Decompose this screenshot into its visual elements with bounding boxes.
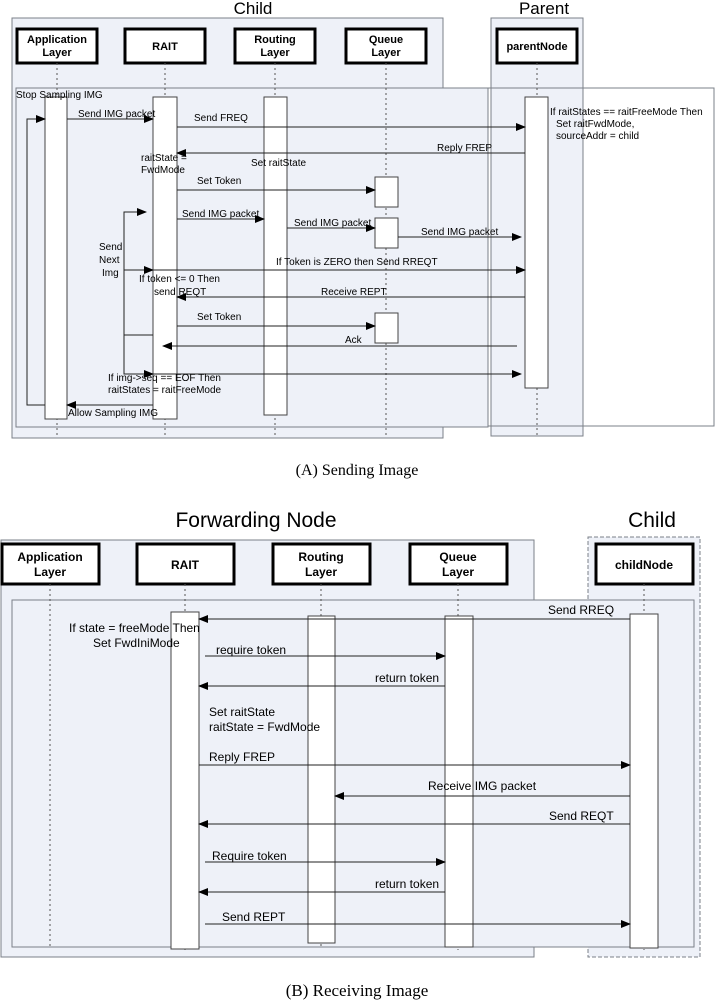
msg-label: Send IMG packet	[294, 218, 371, 229]
msg-label: Set FwdIniMode	[93, 636, 180, 650]
msg-label: Receive REPT	[321, 287, 387, 298]
msg-label: Send RREQ	[548, 603, 614, 617]
msg-label: require token	[216, 643, 286, 657]
msg-label: Send IMG packet	[78, 109, 155, 120]
msg-label: Allow Sampling IMG	[68, 408, 158, 419]
msg-label: If token <= 0 Then	[139, 274, 220, 285]
participant-rait-b	[135, 542, 236, 586]
participant-application-layer-b	[0, 542, 101, 586]
msg-label: Receive IMG packet	[428, 779, 537, 793]
interaction-frame-a-ext	[487, 87, 715, 427]
msg-label: If img->seq == EOF Then	[108, 373, 221, 384]
participant-label: parentNode	[506, 41, 567, 53]
interaction-frame-a	[15, 87, 489, 428]
msg-label: Set raitFwdMode,	[556, 119, 634, 130]
interaction-frame-b	[11, 599, 695, 948]
participant-label: childNode	[615, 558, 673, 572]
caption-a: (A) Sending Image	[296, 462, 419, 479]
activation-queue-a-3	[374, 312, 399, 344]
activation-queue-a-2	[374, 217, 399, 249]
activation-application-a	[44, 96, 68, 420]
msg-label: sourceAddr = child	[556, 131, 639, 142]
msg-label: Set Token	[197, 312, 241, 323]
activation-routing-b	[307, 615, 336, 944]
msg-label: Reply FREP	[209, 750, 275, 764]
msg-label: Send FREQ	[194, 113, 248, 124]
group-label-parent-a: Parent	[519, 0, 569, 18]
participant-application-layer-a	[15, 27, 99, 65]
msg-label: Send	[99, 242, 122, 253]
group-label-forwarding: Forwarding Node	[175, 509, 336, 532]
activation-rait-a	[152, 96, 178, 420]
participant-label: RAIT	[152, 41, 178, 53]
activation-rait-b	[170, 611, 200, 950]
msg-label: Reply FREP	[437, 143, 492, 154]
activation-queue-a-1	[374, 176, 399, 208]
msg-label: raitState = FwdMode	[209, 720, 320, 734]
msg-label: raitState =	[141, 153, 187, 164]
msg-label: If raitStates == raitFreeMode Then	[550, 107, 703, 118]
activation-child-b	[629, 613, 659, 949]
msg-label: FwdMode	[141, 165, 185, 176]
loop-eof-check	[123, 340, 154, 378]
loop-token-check	[123, 266, 154, 344]
msg-label: return token	[375, 671, 439, 685]
msg-label: Img	[102, 268, 119, 279]
msg-label: Send REQT	[549, 809, 614, 823]
msg-label: return token	[375, 877, 439, 891]
participant-queue-layer-b	[408, 542, 509, 586]
msg-label: Send IMG packet	[182, 209, 259, 220]
msg-label: Send IMG packet	[421, 227, 498, 238]
caption-b: (B) Receiving Image	[286, 981, 429, 1000]
msg-label: If Token is ZERO then Send RREQT	[276, 257, 438, 268]
participant-label: RAIT	[171, 558, 200, 572]
activation-parent-a	[524, 96, 549, 389]
group-label-child-b: Child	[628, 509, 676, 532]
msg-label: Stop Sampling IMG	[16, 90, 103, 101]
msg-label: If state = freeMode Then	[69, 621, 200, 635]
msg-label: Require token	[212, 849, 287, 863]
activation-queue-b	[444, 615, 474, 948]
group-label-child-a: Child	[234, 0, 273, 18]
msg-label: Next	[99, 255, 120, 266]
msg-label: Set Token	[197, 176, 241, 187]
msg-label: Set raitState	[251, 158, 306, 169]
loop-application-a	[26, 115, 46, 406]
msg-label: raitStates = raitFreeMode	[108, 385, 222, 396]
activation-routing-a	[263, 96, 288, 416]
msg-label: send REQT	[154, 287, 206, 298]
msg-label: Ack	[345, 335, 363, 346]
msg-label: Send REPT	[222, 910, 286, 924]
msg-label: Set raitState	[209, 705, 275, 719]
